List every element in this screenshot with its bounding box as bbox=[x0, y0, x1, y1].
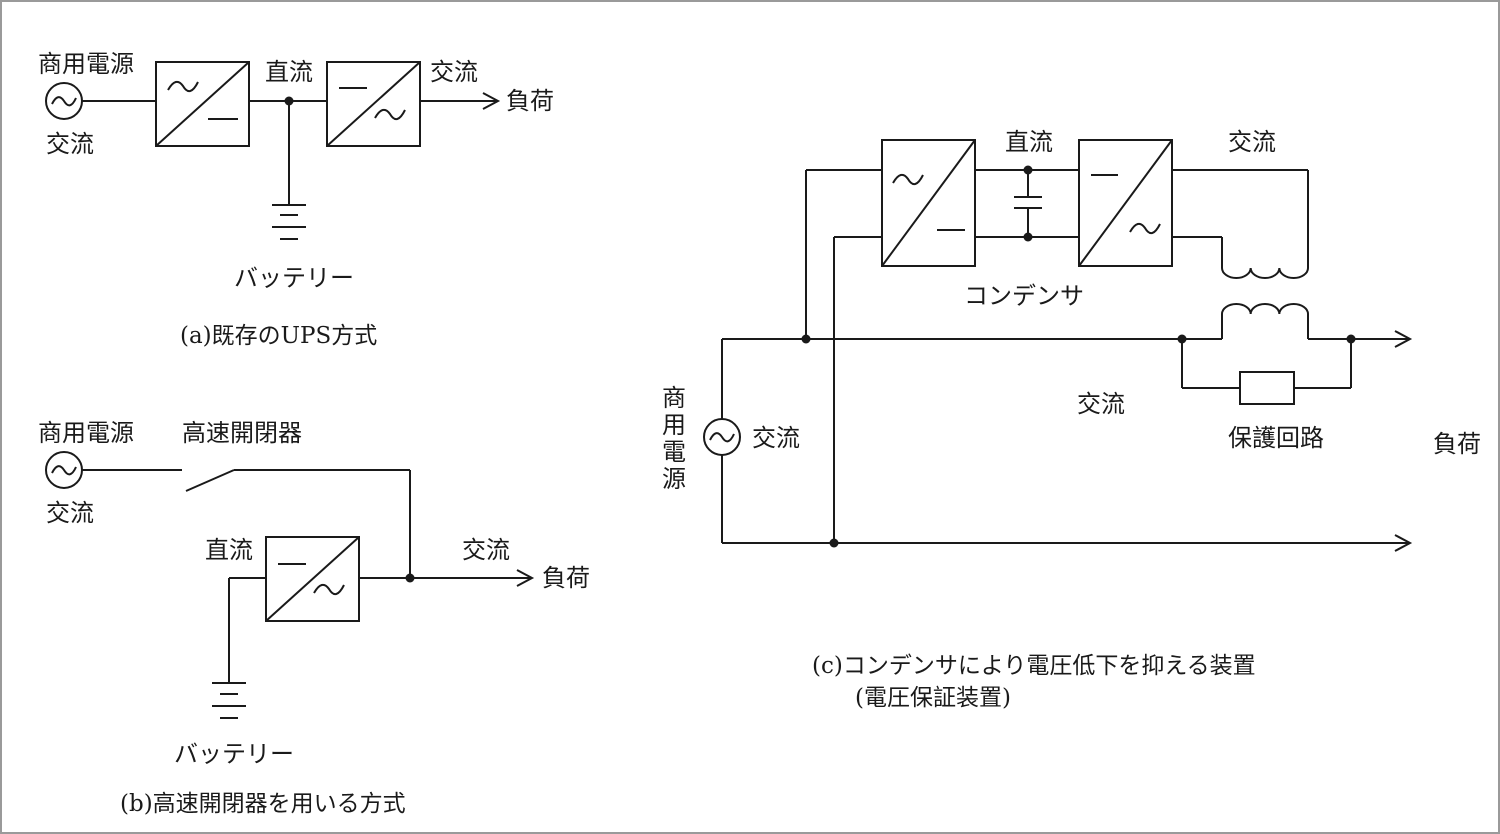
b-dc-label: 直流 bbox=[205, 536, 253, 564]
arrow-icon bbox=[1394, 330, 1413, 348]
dc-ac-inverter-icon bbox=[1078, 139, 1173, 267]
c-source-char-1: 商 bbox=[662, 384, 686, 412]
arrow-icon bbox=[482, 92, 501, 110]
arrow-icon bbox=[516, 569, 535, 587]
c-source-char-2: 用 bbox=[662, 411, 686, 439]
c-source-char-4: 源 bbox=[662, 465, 686, 493]
arrow-icon bbox=[1394, 534, 1413, 552]
ac-source-icon bbox=[45, 82, 83, 120]
b-load-label: 負荷 bbox=[542, 564, 590, 592]
ac-dc-converter-icon bbox=[881, 139, 976, 267]
ac-dc-converter-icon bbox=[155, 61, 250, 147]
protection-circuit-icon bbox=[1239, 371, 1295, 405]
c-load-label: 負荷 bbox=[1433, 430, 1481, 458]
capacitor-icon bbox=[1014, 170, 1042, 237]
switch-icon bbox=[185, 469, 235, 492]
a-ac-label: 交流 bbox=[430, 58, 478, 86]
ac-source-icon bbox=[45, 451, 83, 489]
a-battery-label: バッテリー bbox=[234, 264, 354, 292]
b-source-label: 商用電源 bbox=[38, 419, 134, 447]
c-ac-source-label: 交流 bbox=[752, 424, 800, 452]
transformer-coil-icon bbox=[1221, 303, 1310, 315]
diagram-a: 商用電源 交流 直流 バッテリー 交流 bbox=[38, 50, 554, 349]
diagram-b: 商用電源 交流 高速開閉器 直流 バッテリー bbox=[38, 419, 590, 817]
c-protection-label: 保護回路 bbox=[1228, 424, 1324, 452]
c-caption-line2: (電圧保証装置) bbox=[855, 685, 1011, 711]
b-ac-label: 交流 bbox=[462, 536, 510, 564]
a-dc-label: 直流 bbox=[265, 58, 313, 86]
ac-source-icon bbox=[703, 418, 741, 456]
a-source-label: 商用電源 bbox=[38, 50, 134, 78]
diagram-c: 商 用 電 源 交流 直流 bbox=[662, 128, 1481, 711]
a-ac-source-label: 交流 bbox=[46, 130, 94, 158]
c-source-char-3: 電 bbox=[662, 438, 686, 466]
c-dc-label: 直流 bbox=[1005, 128, 1053, 156]
b-switch-label: 高速開閉器 bbox=[182, 419, 302, 447]
c-caption-line1: (c)コンデンサにより電圧低下を抑える装置 bbox=[812, 653, 1256, 679]
battery-icon bbox=[212, 682, 246, 719]
b-battery-label: バッテリー bbox=[174, 740, 294, 768]
junction-dot bbox=[405, 573, 415, 583]
a-load-label: 負荷 bbox=[506, 87, 554, 115]
c-ac-mid-label: 交流 bbox=[1077, 390, 1125, 418]
c-capacitor-label: コンデンサ bbox=[964, 282, 1084, 310]
dc-ac-inverter-icon bbox=[326, 61, 421, 147]
b-caption: (b)高速開閉器を用いる方式 bbox=[120, 791, 406, 817]
transformer-coil-icon bbox=[1221, 267, 1310, 279]
c-ac-top-label: 交流 bbox=[1228, 128, 1276, 156]
battery-icon bbox=[272, 204, 306, 240]
a-caption: (a)既存のUPS方式 bbox=[180, 323, 377, 349]
dc-ac-inverter-icon bbox=[265, 536, 360, 622]
b-ac-source-label: 交流 bbox=[46, 499, 94, 527]
